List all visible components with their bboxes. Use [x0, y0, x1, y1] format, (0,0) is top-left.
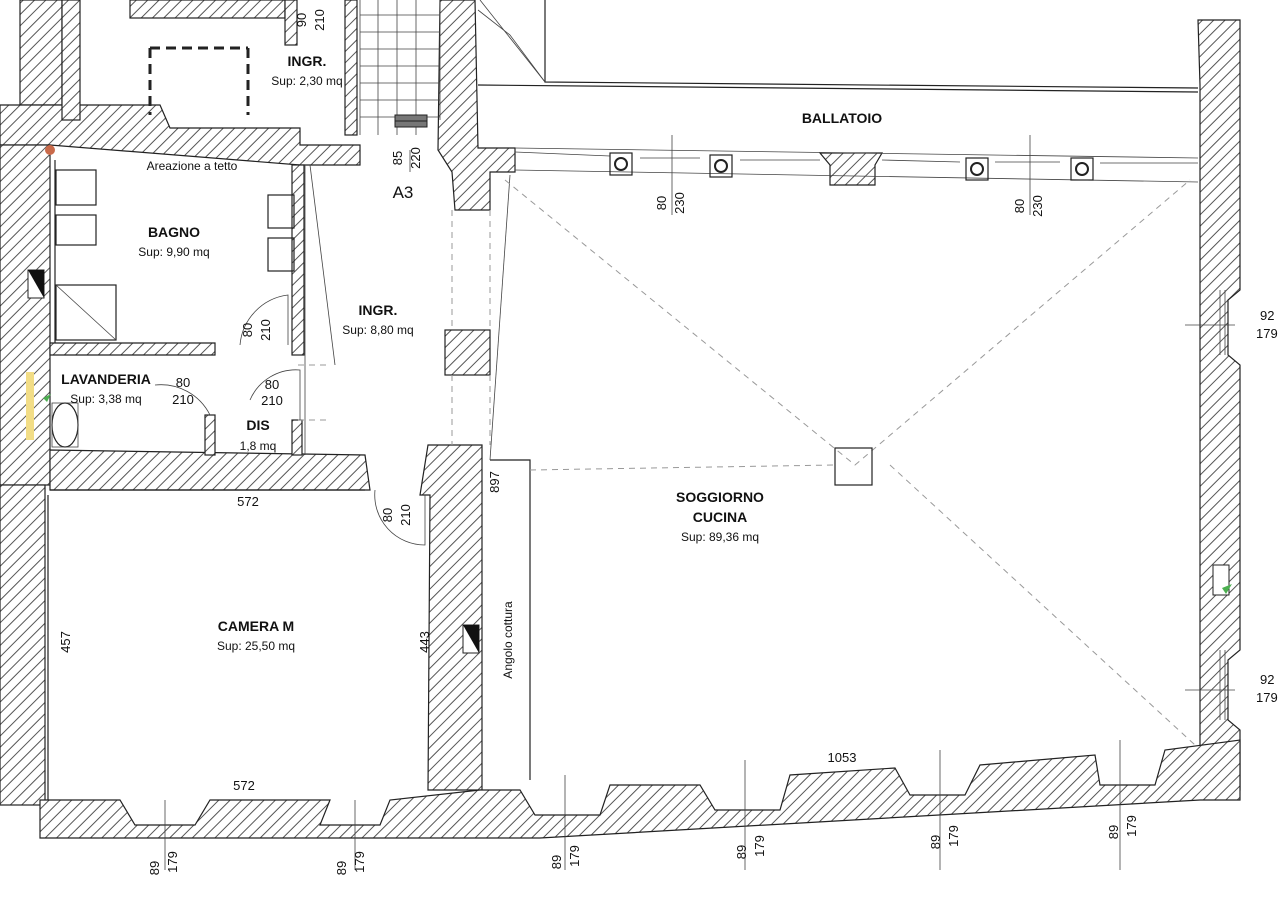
note-areazione: Areazione a tetto: [147, 159, 238, 173]
dim-89-bottom-2: 89: [334, 861, 349, 875]
room-area-soggiorno: Sup: 89,36 mq: [681, 530, 759, 544]
room-name-soggiorno: SOGGIORNO: [676, 489, 764, 505]
note-angolo-cottura: Angolo cottura: [501, 601, 515, 679]
dim-1053: 1053: [828, 750, 857, 765]
dim-457: 457: [58, 631, 73, 653]
dim-85: 85: [390, 151, 405, 165]
plant-icon: [43, 394, 1232, 594]
dim-210-bagno: 210: [258, 319, 273, 341]
dim-90-top: 90: [294, 13, 309, 27]
dim-80-dis: 80: [265, 377, 279, 392]
dim-80-bagno: 80: [240, 323, 255, 337]
dim-179-right-2: 179: [1256, 690, 1278, 705]
room-name-ballatoio: BALLATOIO: [802, 110, 882, 126]
dim-210-lavanderia: 210: [172, 392, 194, 407]
dim-89-bottom-3: 89: [549, 855, 564, 869]
boiler-icon: [45, 145, 55, 155]
dim-210-top: 210: [312, 9, 327, 31]
dim-179-bottom-6: 179: [1124, 815, 1139, 837]
room-area-ingr-top: Sup: 2,30 mq: [271, 74, 342, 88]
room-labels: INGR. Sup: 2,30 mq BALLATOIO BAGNO Sup: …: [61, 53, 882, 653]
columns: [609, 152, 1094, 181]
dim-572-bottom: 572: [233, 778, 255, 793]
dim-443: 443: [417, 631, 432, 653]
dim-210-camera: 210: [398, 504, 413, 526]
room-area-bagno: Sup: 9,90 mq: [138, 245, 209, 259]
stair-label: A3: [393, 183, 414, 202]
room-name-ingr-top: INGR.: [288, 53, 327, 69]
wall-strip-icon: [26, 372, 34, 440]
room-name-camera: CAMERA M: [218, 618, 294, 634]
room-name-cucina: CUCINA: [693, 509, 747, 525]
dim-220: 220: [408, 147, 423, 169]
dim-572-top: 572: [237, 494, 259, 509]
room-name-dis: DIS: [246, 417, 269, 433]
room-name-bagno: BAGNO: [148, 224, 200, 240]
dim-89-bottom-5: 89: [928, 835, 943, 849]
room-area-lavanderia: Sup: 3,38 mq: [70, 392, 141, 406]
dim-179-bottom-1: 179: [165, 851, 180, 873]
room-area-dis: 1,8 mq: [240, 439, 277, 453]
dim-80-lavanderia: 80: [176, 375, 190, 390]
dim-92-right-1: 92: [1260, 308, 1274, 323]
dim-80-ballatoio-2: 80: [1012, 199, 1027, 213]
stair-arrow-icon: [394, 114, 428, 128]
dim-179-bottom-4: 179: [752, 835, 767, 857]
room-name-ingr: INGR.: [359, 302, 398, 318]
dim-179-right-1: 179: [1256, 326, 1278, 341]
room-area-ingr: Sup: 8,80 mq: [342, 323, 413, 337]
notes: Areazione a tetto Angolo cottura A3: [147, 159, 515, 679]
room-name-lavanderia: LAVANDERIA: [61, 371, 151, 387]
room-outlines: [47, 0, 1235, 870]
walls: [0, 0, 1241, 839]
dim-230-ballatoio-2: 230: [1030, 195, 1045, 217]
dim-80-ballatoio-1: 80: [654, 196, 669, 210]
dim-179-bottom-5: 179: [946, 825, 961, 847]
dimensions: 90 210 85 220 80 230 80 230 80 210 80 21…: [58, 9, 1278, 875]
dim-897: 897: [487, 471, 502, 493]
dim-230-ballatoio-1: 230: [672, 192, 687, 214]
dim-89-bottom-6: 89: [1106, 825, 1121, 839]
stairs: [359, 0, 546, 135]
dim-179-bottom-3: 179: [567, 845, 582, 867]
dim-92-right-2: 92: [1260, 672, 1274, 687]
dim-210-dis: 210: [261, 393, 283, 408]
dim-89-bottom-4: 89: [734, 845, 749, 859]
dim-80-camera: 80: [380, 508, 395, 522]
dim-89-bottom-1: 89: [147, 861, 162, 875]
dim-179-bottom-2: 179: [352, 851, 367, 873]
room-area-camera: Sup: 25,50 mq: [217, 639, 295, 653]
